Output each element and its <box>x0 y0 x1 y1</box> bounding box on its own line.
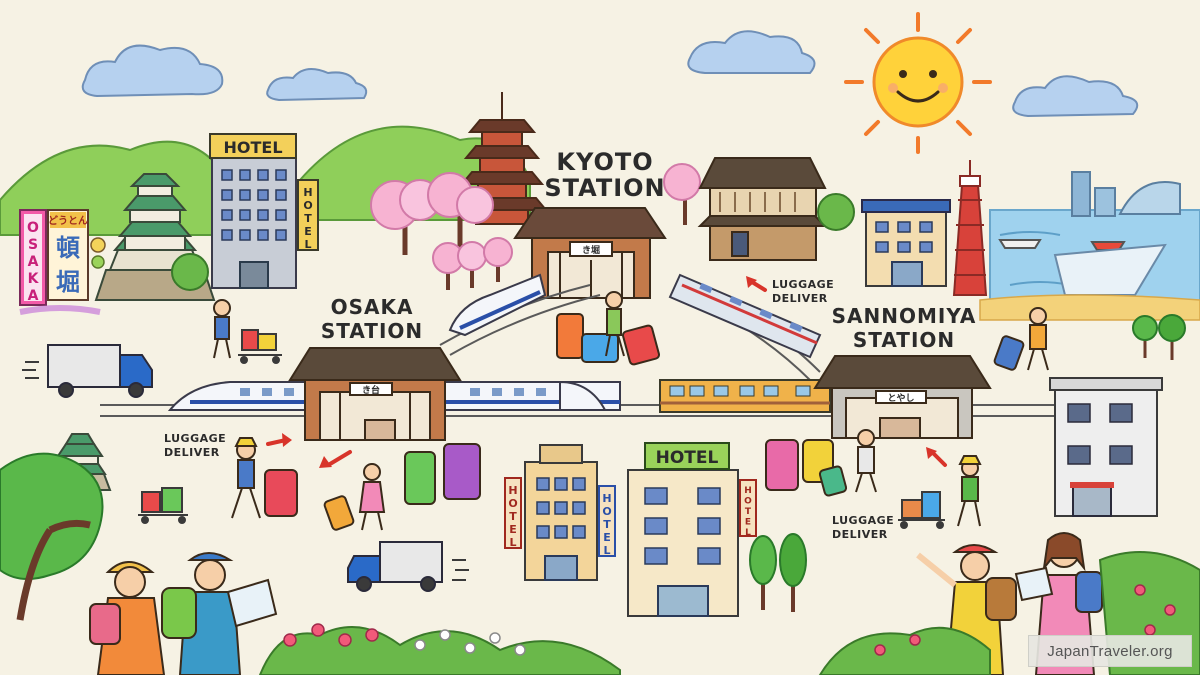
building-sannomiya-top <box>861 199 951 287</box>
hotel-vert-2-letter-1: O <box>508 497 517 510</box>
luggage-label-3-line-1: LUGGAGE <box>832 514 894 527</box>
hotel-building-center: HOTEL HOTEL <box>627 442 757 617</box>
hotel-vert-2-letter-4: L <box>509 536 516 549</box>
osaka-letters-letter-1: S <box>28 237 38 253</box>
osaka-sign-letters: OSAKA <box>27 220 40 304</box>
kyoto-station-plaque: き堀 <box>582 244 600 256</box>
cloud-3 <box>687 30 816 74</box>
hotel-vert-3-letter-1: O <box>602 505 611 518</box>
luggage-osaka <box>264 443 481 531</box>
delivery-arrows <box>266 276 947 468</box>
osaka-sign: OSAKA <box>19 209 47 306</box>
hotel-vertical-sign-2: HOTEL <box>508 484 517 549</box>
luggage-label-3-line-2: DELIVER <box>832 528 888 541</box>
luggage-label-2-line-1: LUGGAGE <box>164 432 226 445</box>
cloud-4 <box>1012 75 1139 118</box>
luggage-label-1-line-1: LUGGAGE <box>772 278 834 291</box>
hotel-vertical-sign-3: HOTEL <box>602 492 611 557</box>
delivery-truck-bottom <box>347 541 469 592</box>
sannomiya-station-label-2: STATION <box>853 328 955 352</box>
hotel-vert-1-letter-2: T <box>304 212 312 225</box>
dotonbori-char-2: 堀 <box>56 268 80 296</box>
hotel-vert-3-letter-4: L <box>603 544 610 557</box>
delivery-truck-left <box>22 344 153 398</box>
luggage-carts <box>138 329 945 529</box>
hotel-vert-4-letter-4: L <box>745 528 751 538</box>
port-water <box>979 171 1200 321</box>
trees <box>0 253 1186 621</box>
hotel-vert-1-letter-0: H <box>303 186 312 199</box>
hotel-sign-center: HOTEL <box>656 448 719 468</box>
cloud-1 <box>81 44 224 98</box>
osaka-station-label-1: OSAKA <box>331 295 414 319</box>
hotel-vert-2-letter-0: H <box>508 484 517 497</box>
sannomiya-station-plaque: とやし <box>887 393 914 404</box>
luggage-sannomiya <box>765 439 848 497</box>
hotel-vert-3-letter-2: T <box>603 518 611 531</box>
dotonbori-char-1: 頓 <box>56 234 80 262</box>
luggage-label-1-line-2: DELIVER <box>772 292 828 305</box>
kyoto-station-label-2: STATION <box>544 174 665 202</box>
hotel-vert-3-letter-0: H <box>602 492 611 505</box>
sun <box>844 12 992 154</box>
osaka-letters-letter-4: A <box>28 288 39 304</box>
hotel-building-top-left: HOTEL HOTEL <box>209 133 319 289</box>
hotel-vert-2-letter-3: E <box>509 523 517 536</box>
machiya-house <box>697 157 828 261</box>
luggage-labels: LUGGAGE DELIVER LUGGAGE DELIVER LUGGAGE … <box>164 278 894 541</box>
osaka-letters-letter-0: O <box>27 220 39 236</box>
hotel-vert-4-letter-2: T <box>745 507 752 517</box>
local-train <box>659 379 831 413</box>
shinkansen-upper <box>448 273 547 337</box>
hotel-building-middle: HOTEL HOTEL <box>504 444 616 581</box>
hotel-vert-1-letter-4: L <box>304 238 311 251</box>
hotel-vert-4-letter-3: E <box>745 518 751 528</box>
luggage-label-2-line-2: DELIVER <box>164 446 220 459</box>
apartment-right <box>1049 377 1163 517</box>
hotel-vert-1-letter-1: O <box>303 199 312 212</box>
clouds <box>81 30 1139 118</box>
dotonbori-sign: どうとん 頓 堀 <box>19 209 106 315</box>
kyoto-station-label-1: KYOTO <box>556 148 653 176</box>
hotel-vertical-sign-1: HOTEL <box>303 186 312 251</box>
sannomiya-station-label-1: SANNOMIYA <box>832 304 977 328</box>
watermark: JapanTraveler.org <box>1028 635 1192 667</box>
osaka-letters-letter-3: K <box>28 271 40 287</box>
osaka-letters-letter-2: A <box>28 254 39 270</box>
hotel-vertical-sign-4: HOTEL <box>744 486 752 538</box>
commuter-train-diagonal <box>668 273 822 359</box>
cherry-trees <box>370 163 701 290</box>
station-labels: KYOTO STATION OSAKA STATION SANNOMIYA ST… <box>321 148 977 352</box>
hotel-vert-4-letter-0: H <box>744 486 752 496</box>
osaka-station-plaque: き台 <box>362 384 380 396</box>
hotel-vert-1-letter-3: E <box>304 225 312 238</box>
dotonbori-top: どうとん <box>48 214 88 227</box>
bush-right-machiya <box>817 193 855 231</box>
osaka-station-label-2: STATION <box>321 319 423 343</box>
hotel-vert-2-letter-2: T <box>509 510 517 523</box>
kyoto-station-building: き堀 <box>513 207 667 299</box>
hotel-vert-3-letter-3: E <box>603 531 611 544</box>
kobe-port-tower <box>952 160 988 296</box>
sannomiya-station-building: とやし <box>813 355 992 439</box>
osaka-station-building: き台 <box>288 347 462 441</box>
hotel-vert-4-letter-1: O <box>744 497 752 507</box>
cloud-2 <box>266 68 368 102</box>
hotel-sign-top-left: HOTEL <box>223 138 282 157</box>
